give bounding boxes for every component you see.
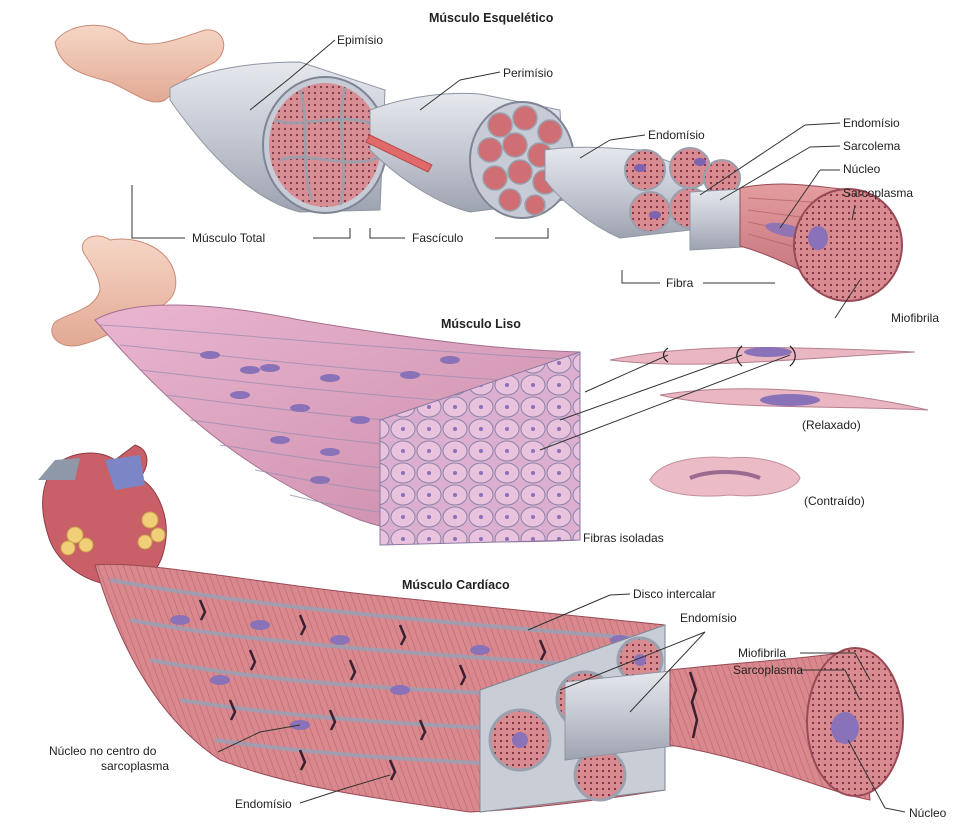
smooth-muscle-illustration bbox=[52, 236, 928, 545]
label-endomisio-fiber: Endomísio bbox=[843, 116, 900, 130]
label-fibras-isoladas: Fibras isoladas bbox=[583, 531, 664, 545]
label-sarcoplasma-cardiac: Sarcoplasma bbox=[733, 663, 803, 677]
label-disco-intercalar: Disco intercalar bbox=[633, 587, 716, 601]
label-epimisio: Epimísio bbox=[337, 33, 383, 47]
label-nucleo-skeletal: Núcleo bbox=[843, 162, 880, 176]
smooth-title: Músculo Liso bbox=[441, 317, 521, 331]
label-endomisio-cardiac-top: Endomísio bbox=[680, 611, 737, 625]
label-endomisio-cardiac-bottom: Endomísio bbox=[235, 797, 292, 811]
fiber-nucleus bbox=[808, 226, 828, 250]
fiber-bundle bbox=[545, 147, 690, 238]
label-relaxado: (Relaxado) bbox=[802, 418, 861, 432]
cardiac-fiber-sheath bbox=[565, 670, 680, 760]
label-musculo-total: Músculo Total bbox=[192, 231, 265, 245]
isolated-fiber-contracted bbox=[650, 457, 800, 496]
cardiac-fiber-nucleus bbox=[831, 712, 859, 744]
skeletal-muscle-illustration bbox=[55, 25, 902, 318]
label-sarcoplasma-skeletal: Sarcoplasma bbox=[843, 186, 913, 200]
label-endomisio-fascicle: Endomísio bbox=[648, 128, 705, 142]
label-miofibrila-skeletal: Miofibrila bbox=[891, 311, 939, 325]
label-nucleo-cardiac: Núcleo bbox=[909, 806, 946, 820]
cardiac-title: Músculo Cardíaco bbox=[402, 578, 510, 592]
label-perimisio: Perimísio bbox=[503, 66, 553, 80]
label-sarcolema: Sarcolema bbox=[843, 139, 900, 153]
label-miofibrila-cardiac: Miofibrila bbox=[738, 646, 786, 660]
skeletal-title: Músculo Esquelético bbox=[429, 11, 553, 25]
label-nucleo-centro-line2: sarcoplasma bbox=[101, 759, 169, 773]
label-fibra: Fibra bbox=[666, 276, 693, 290]
label-contraido: (Contraído) bbox=[804, 494, 865, 508]
label-fasciculo: Fascículo bbox=[412, 231, 463, 245]
label-nucleo-centro-line1: Núcleo no centro do bbox=[49, 744, 156, 758]
